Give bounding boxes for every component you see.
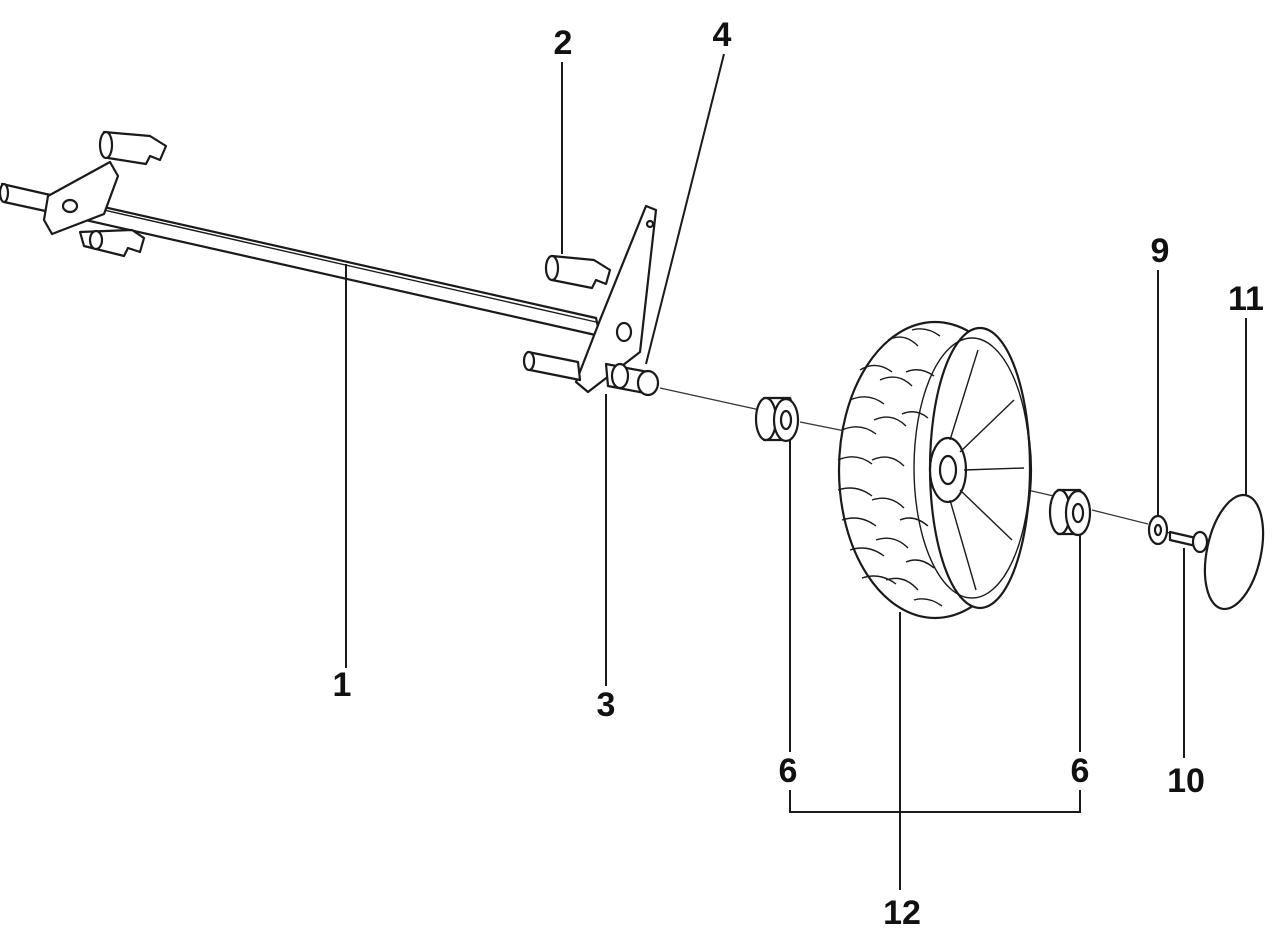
label-part-6-right: 6 bbox=[1071, 752, 1090, 790]
label-part-10: 10 bbox=[1167, 762, 1205, 800]
tire-tread bbox=[837, 328, 943, 607]
label-part-6-left: 6 bbox=[779, 752, 798, 790]
clip-part-2 bbox=[544, 254, 612, 290]
label-part-3: 3 bbox=[597, 686, 616, 724]
label-part-11: 11 bbox=[1228, 280, 1264, 318]
label-part-12: 12 bbox=[883, 894, 921, 932]
wheel-spokes bbox=[949, 349, 1025, 591]
stud-bolt bbox=[522, 350, 660, 397]
left-bracket bbox=[42, 160, 120, 236]
screw bbox=[1168, 530, 1209, 554]
left-clip-top bbox=[98, 130, 168, 166]
washer bbox=[1147, 514, 1169, 546]
left-clip-bottom bbox=[78, 228, 146, 258]
adjust-plate bbox=[574, 204, 658, 394]
label-part-4: 4 bbox=[713, 16, 732, 54]
label-part-1: 1 bbox=[333, 666, 352, 704]
label-part-2: 2 bbox=[554, 24, 573, 62]
hub-cap bbox=[1203, 493, 1265, 611]
bushing-left bbox=[754, 396, 800, 443]
bushing-right bbox=[1048, 488, 1092, 537]
leader-lines bbox=[345, 53, 1247, 890]
label-part-9: 9 bbox=[1151, 232, 1170, 270]
wheel bbox=[837, 320, 1033, 620]
